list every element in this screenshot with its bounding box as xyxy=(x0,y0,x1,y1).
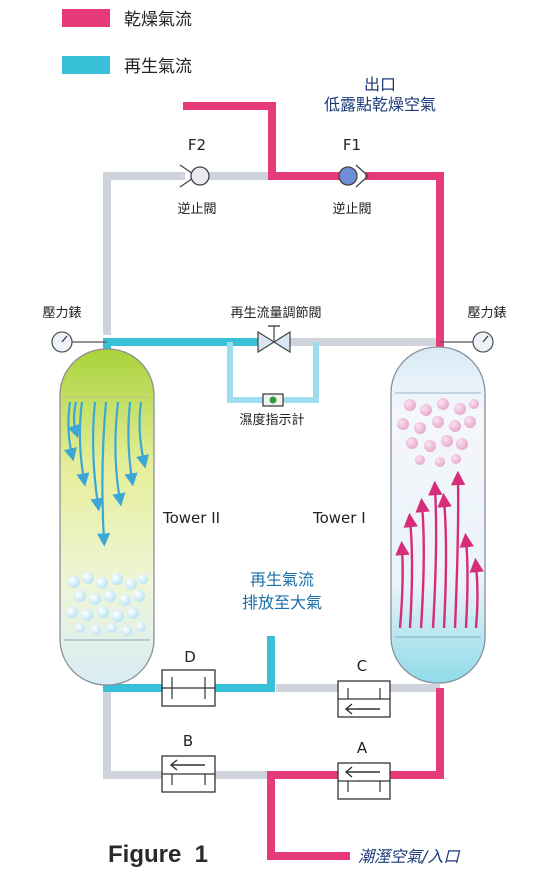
pressure-gauge-right: 壓力錶 xyxy=(440,306,507,353)
figure-caption: Figure 1 xyxy=(108,841,208,868)
valve-d-port-top xyxy=(171,677,206,688)
valve-c: C xyxy=(337,657,391,718)
valve-d: D xyxy=(161,648,216,707)
humidity-indicator-label: 濕度指示計 xyxy=(239,412,304,428)
outlet-label-line2: 低露點乾燥空氣 xyxy=(324,95,436,114)
tower-ii-vessel xyxy=(59,348,155,686)
inlet-label: 潮溼空氣/入口 xyxy=(358,847,460,866)
tower-ii-label: Tower II xyxy=(162,509,220,527)
humidity-indicator: 濕度指示計 xyxy=(239,393,305,428)
tower-i: Tower I xyxy=(312,346,486,684)
pressure-gauge-left: 壓力錶 xyxy=(42,306,107,353)
check-valve-f2: F2 逆止閥 xyxy=(177,136,216,217)
gauge-right-label: 壓力錶 xyxy=(467,306,506,321)
tower-i-dry-arrows xyxy=(395,470,484,629)
check-valve-f2-ball xyxy=(190,166,210,186)
valve-b-flow-arrow xyxy=(169,759,205,771)
tower-i-saturated-beads xyxy=(397,398,479,467)
valve-a-flow-arrow xyxy=(344,766,380,778)
valve-a-label: A xyxy=(357,739,368,757)
exhaust-label-line1: 再生氣流 xyxy=(250,570,314,589)
gauge-left-needle xyxy=(61,335,68,343)
valve-a: A xyxy=(337,739,391,800)
valve-a-port-bottom xyxy=(347,781,381,792)
dry-air-piping xyxy=(183,102,444,860)
tower-ii-regen-arrows xyxy=(64,401,150,547)
tower-ii-desiccant-beads xyxy=(66,572,148,636)
exhaust-label-line2: 排放至大氣 xyxy=(242,593,322,612)
check-valve-f1-ball xyxy=(338,166,358,186)
valve-c-flow-arrow xyxy=(344,703,380,715)
regen-flow-valve: 再生流量調節閥 xyxy=(230,306,322,354)
gauge-right-needle xyxy=(482,335,489,343)
humidity-indicator-dot xyxy=(269,396,277,404)
check-valve-f1-label: 逆止閥 xyxy=(332,201,371,217)
outlet-label-line1: 出口 xyxy=(364,75,396,94)
legend-dry-label: 乾燥氣流 xyxy=(124,10,192,30)
legend-dry-swatch xyxy=(62,9,110,27)
valve-d-label: D xyxy=(184,648,196,666)
valve-d-port-bottom xyxy=(171,688,206,699)
legend-regen-label: 再生氣流 xyxy=(124,57,192,77)
legend-regen-swatch xyxy=(62,56,110,74)
check-valve-f2-label: 逆止閥 xyxy=(177,201,216,217)
humidity-bypass-loop xyxy=(227,342,319,403)
check-valve-f2-id: F2 xyxy=(188,136,206,154)
valve-b-port-bottom xyxy=(171,774,206,785)
gauge-left-label: 壓力錶 xyxy=(42,306,81,321)
tower-i-label: Tower I xyxy=(312,509,366,527)
valve-b-label: B xyxy=(183,732,193,750)
valve-b: B xyxy=(161,732,216,793)
legend: 乾燥氣流 再生氣流 xyxy=(62,9,192,77)
tower-i-vessel xyxy=(390,346,486,684)
check-valve-f1-id: F1 xyxy=(343,136,361,154)
check-valve-f1-seat xyxy=(355,164,369,188)
regen-valve-label: 再生流量調節閥 xyxy=(230,306,321,321)
tower-ii: Tower II xyxy=(59,348,220,686)
valve-c-label: C xyxy=(357,657,367,675)
check-valve-f1: F1 逆止閥 xyxy=(332,136,371,217)
valve-c-port-top xyxy=(347,688,381,699)
